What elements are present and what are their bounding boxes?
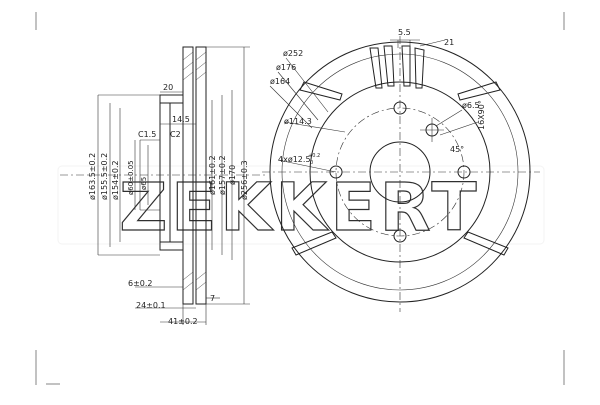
dim-angle-45: 45° xyxy=(450,145,464,154)
dim-hole-tol-bottom: 0 xyxy=(310,160,313,166)
dim-164: ø164 xyxy=(270,77,290,86)
dim-6-5: ø6.5 xyxy=(462,101,480,110)
dim-161: ø161±0.2 xyxy=(208,155,217,195)
dim-bolt-holes: 4xø12.5 xyxy=(278,155,311,164)
dim-155-5: ø155.5±0.2 xyxy=(100,153,109,200)
dim-21: 21 xyxy=(444,38,454,47)
zekkert-logo: ZEKKERT xyxy=(57,165,545,247)
frame-marks xyxy=(35,12,565,385)
dim-170: ø170 xyxy=(228,165,237,185)
front-view: ø252 ø176 ø164 ø114.3 4xø12.5 +0.2 0 ø6.… xyxy=(262,28,540,312)
bottom-dimension-lines xyxy=(135,286,220,325)
vent-slots xyxy=(291,45,509,256)
dim-176: ø176 xyxy=(276,63,296,72)
right-dimension-lines xyxy=(206,46,250,305)
dim-60: ø60±0.05 xyxy=(127,160,135,195)
dim-24: 24±0.1 xyxy=(136,301,166,310)
dim-154: ø154±0.2 xyxy=(111,160,120,200)
flange-hatching xyxy=(182,51,207,291)
chamfer-c2: C2 xyxy=(170,130,181,139)
disc-flange-right xyxy=(195,46,207,305)
side-view: 20 14.5 C1.5 C2 ø163.5±0.2 ø155.5±0.2 ø1… xyxy=(60,46,265,326)
brand-wordmark: ZEKKERT xyxy=(119,169,480,246)
dim-163-5: ø163.5±0.2 xyxy=(88,153,97,200)
hub-profile xyxy=(159,94,183,251)
dim-256: ø256±0.3 xyxy=(240,160,249,200)
dim-14-5: 14.5 xyxy=(172,115,190,124)
dim-hole-tol-top: +0.2 xyxy=(308,153,320,159)
chamfer-c1-5: C1.5 xyxy=(138,130,156,139)
dim-114-3: ø114.3 xyxy=(284,117,312,126)
front-leader-lines xyxy=(269,39,479,173)
left-dimension-lines xyxy=(97,94,160,256)
dim-thread: 16X90° xyxy=(477,100,486,130)
dim-157: ø157±0.2 xyxy=(218,155,227,195)
dim-5-5: 5.5 xyxy=(398,28,411,37)
disc-flange-left xyxy=(182,46,194,305)
dim-7: 7 xyxy=(210,294,215,303)
dim-252: ø252 xyxy=(283,49,303,58)
dim-41: 41±0.2 xyxy=(168,317,198,326)
dim-65: ø65 xyxy=(140,177,148,190)
dim-20: 20 xyxy=(163,83,173,92)
dim-6: 6±0.2 xyxy=(128,279,153,288)
